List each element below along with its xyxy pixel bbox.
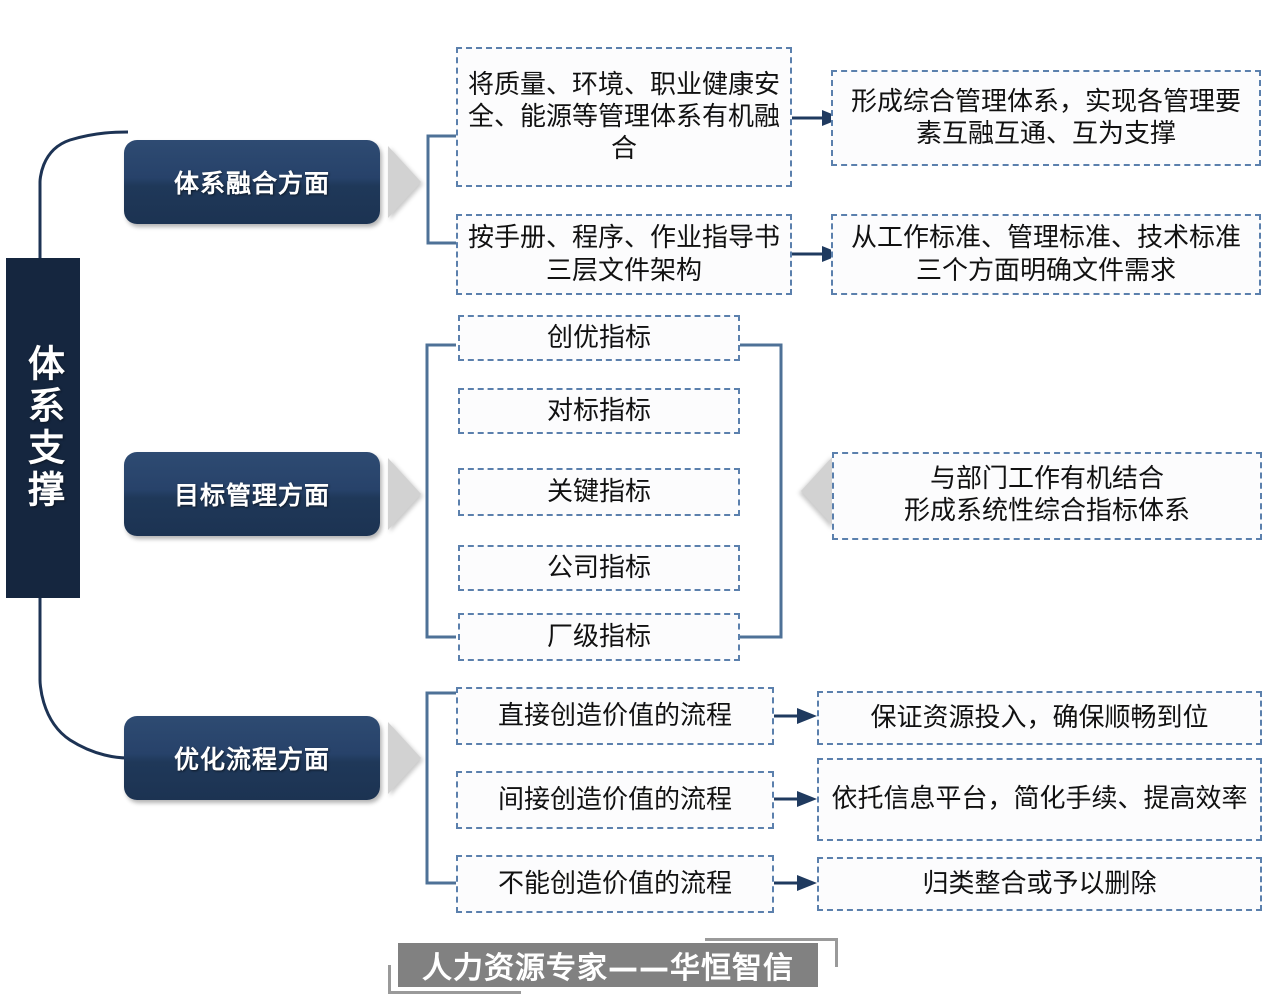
target-box-s1-i2[interactable]: 从工作标准、管理标准、技术标准三个方面明确文件需求 xyxy=(831,214,1261,295)
footer-bracket-bottom-left xyxy=(388,965,521,994)
category-box-process-optimization[interactable]: 优化流程方面 xyxy=(124,716,380,800)
indicator-box-2[interactable]: 对标指标 xyxy=(458,388,740,434)
chevron-right-icon-process-optimization xyxy=(388,722,421,794)
category-box-system-integration[interactable]: 体系融合方面 xyxy=(124,140,380,224)
footer: 人力资源专家——华恒智信 xyxy=(388,938,838,994)
source-text-s3-i3: 不能创造价值的流程 xyxy=(497,868,732,899)
indicator-label-1: 创优指标 xyxy=(546,322,651,353)
source-box-s3-i3[interactable]: 不能创造价值的流程 xyxy=(456,855,774,913)
target-text-s3-i3: 归类整合或予以删除 xyxy=(922,868,1157,899)
source-box-s1-i2[interactable]: 按手册、程序、作业指导书三层文件架构 xyxy=(456,214,792,295)
indicator-label-4: 公司指标 xyxy=(546,552,651,583)
category-label-system-integration: 体系融合方面 xyxy=(173,169,330,198)
source-text-s1-i1: 将质量、环境、职业健康安全、能源等管理体系有机融合 xyxy=(468,69,781,165)
source-text-s3-i1: 直接创造价值的流程 xyxy=(497,700,732,731)
indicator-box-1[interactable]: 创优指标 xyxy=(458,315,740,361)
indicator-box-5[interactable]: 厂级指标 xyxy=(458,613,740,661)
target-text-s1-i2: 从工作标准、管理标准、技术标准三个方面明确文件需求 xyxy=(850,223,1241,286)
source-box-s1-i1[interactable]: 将质量、环境、职业健康安全、能源等管理体系有机融合 xyxy=(456,47,792,187)
source-box-s3-i1[interactable]: 直接创造价值的流程 xyxy=(456,687,774,745)
indicator-box-3[interactable]: 关键指标 xyxy=(458,468,740,516)
source-text-s3-i2: 间接创造价值的流程 xyxy=(497,784,732,815)
category-label-goal-management: 目标管理方面 xyxy=(173,481,330,510)
target-box-s1-i1[interactable]: 形成综合管理体系，实现各管理要素互融互通、互为支撑 xyxy=(831,70,1261,166)
summary-line-2: 形成系统性综合指标体系 xyxy=(903,496,1190,526)
category-label-process-optimization: 优化流程方面 xyxy=(173,745,330,774)
target-box-s3-i1[interactable]: 保证资源投入，确保顺畅到位 xyxy=(817,691,1262,745)
target-text-s3-i1: 保证资源投入，确保顺畅到位 xyxy=(870,702,1209,733)
summary-box-goal-management[interactable]: 与部门工作有机结合 形成系统性综合指标体系 xyxy=(832,452,1262,540)
chevron-right-icon-system-integration xyxy=(388,146,421,218)
chevron-left-icon-goal-management xyxy=(801,455,834,527)
source-text-s1-i2: 按手册、程序、作业指导书三层文件架构 xyxy=(468,223,781,286)
target-box-s3-i2[interactable]: 依托信息平台，简化手续、提高效率 xyxy=(817,758,1262,841)
chevron-right-icon-goal-management xyxy=(388,458,421,530)
footer-label: 人力资源专家——华恒智信 xyxy=(422,951,794,986)
target-text-s3-i2: 依托信息平台，简化手续、提高效率 xyxy=(831,784,1248,815)
target-text-s1-i1: 形成综合管理体系，实现各管理要素互融互通、互为支撑 xyxy=(850,86,1241,149)
indicator-box-4[interactable]: 公司指标 xyxy=(458,545,740,591)
indicator-label-3: 关键指标 xyxy=(546,476,651,507)
indicator-label-2: 对标指标 xyxy=(546,395,651,426)
category-box-goal-management[interactable]: 目标管理方面 xyxy=(124,452,380,536)
summary-line-1: 与部门工作有机结合 xyxy=(929,464,1164,495)
spine-title-bar: 体系支撑 xyxy=(6,258,80,598)
source-box-s3-i2[interactable]: 间接创造价值的流程 xyxy=(456,771,774,829)
footer-band: 人力资源专家——华恒智信 xyxy=(398,943,818,987)
spine-title-text: 体系支撑 xyxy=(21,344,65,512)
footer-bracket-top-right xyxy=(705,938,838,967)
indicator-label-5: 厂级指标 xyxy=(546,621,651,652)
target-box-s3-i3[interactable]: 归类整合或予以删除 xyxy=(817,857,1262,911)
